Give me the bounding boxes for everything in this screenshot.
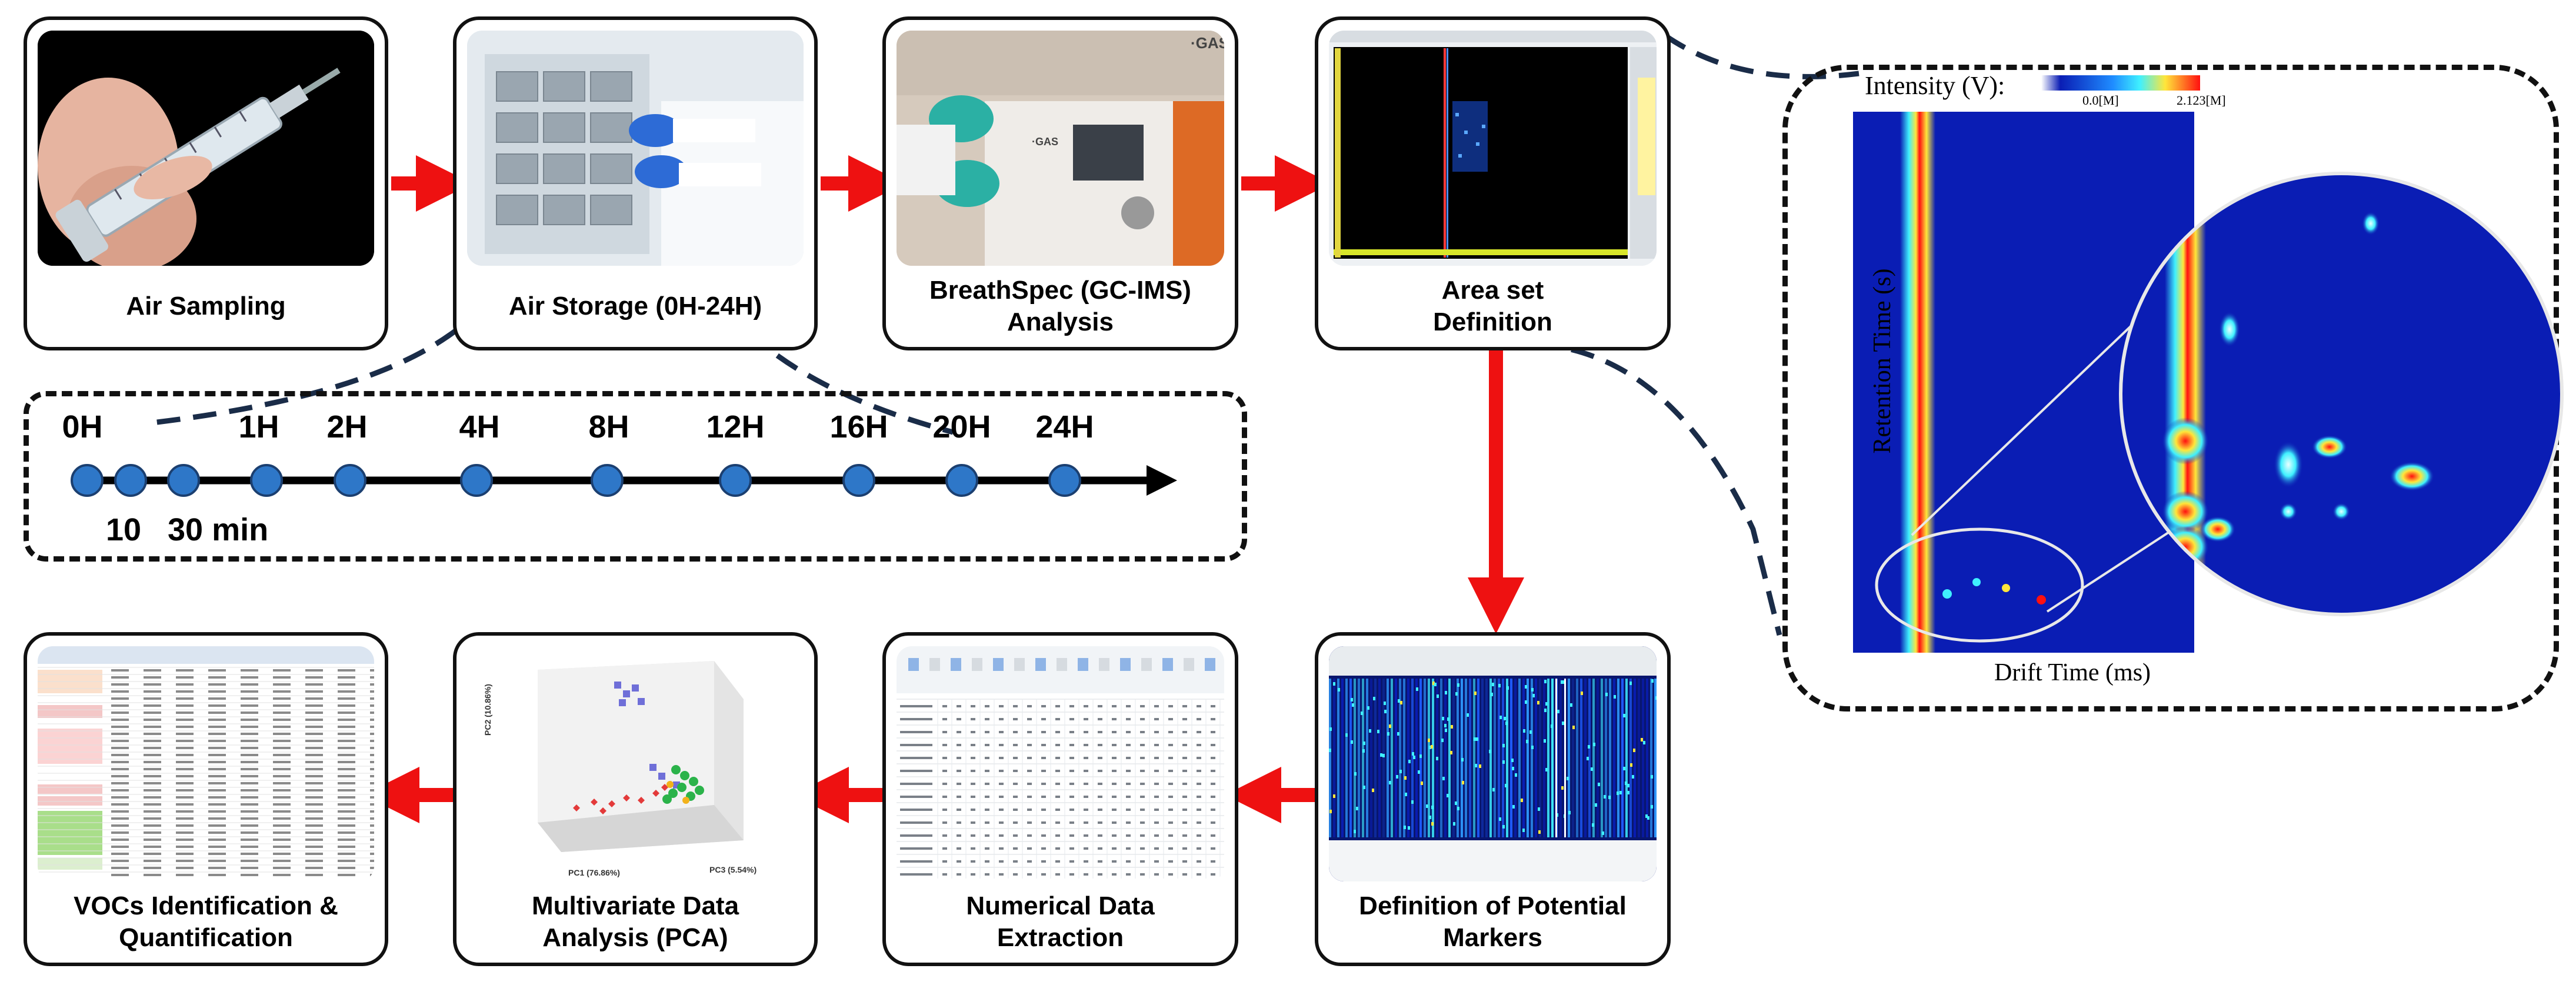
card-area-set: Area set Definition <box>1315 16 1671 350</box>
scale-max-label: 2.123[M] <box>2177 93 2226 108</box>
dashed-connector-area-bottom <box>1535 341 1782 636</box>
timeline-label: 24H <box>1035 409 1094 445</box>
syringe-photo <box>38 31 374 266</box>
caption-extraction: Numerical Data Extraction <box>966 891 1155 952</box>
caption-air-storage: Air Storage (0H-24H) <box>508 291 762 320</box>
svg-text:·GAS: ·GAS <box>1032 136 1058 148</box>
x-axis-label: Drift Time (ms) <box>1994 659 2151 686</box>
dashed-connector-area-top <box>1663 33 1859 79</box>
caption-area-set: Area set Definition <box>1433 275 1552 336</box>
pca-y-axis-label: PC2 (10.86%) <box>483 684 492 736</box>
card-vocs: VOCs Identification & Quantification <box>24 632 388 966</box>
software-screenshot <box>1329 31 1657 266</box>
timeline-label: 20H <box>932 409 991 445</box>
timeline-sub-10: 10 <box>106 512 142 547</box>
caption-vocs: VOCs Identification & Quantification <box>74 891 338 952</box>
caption-markers: Definition of Potential Markers <box>1359 891 1627 952</box>
timeline-sub-30min: 30 min <box>168 512 269 547</box>
card-air-storage: Air Storage (0H-24H) <box>453 16 818 350</box>
pca-x-axis-label: PC1 (76.86%) <box>568 868 620 877</box>
vocs-table-screenshot <box>38 646 374 881</box>
timeline-box <box>24 391 1247 562</box>
card-air-sampling: Air Sampling <box>24 16 388 350</box>
caption-gc-ims: BreathSpec (GC-IMS) Analysis <box>929 275 1191 336</box>
scale-min-label: 0.0[M] <box>2082 93 2119 108</box>
timeline-label: 4H <box>459 409 500 445</box>
intensity-label: Intensity (V): <box>1865 71 2005 100</box>
spreadsheet-screenshot <box>897 646 1224 881</box>
timeline-label: 0H <box>62 409 103 445</box>
timeline-label: 1H <box>238 409 279 445</box>
svg-text:·GAS: ·GAS <box>1191 34 1224 52</box>
timeline-label: 2H <box>326 409 368 445</box>
heatmap-zoom <box>1853 112 2564 653</box>
markers-heatmap <box>1329 646 1657 881</box>
timeline-label: 16H <box>829 409 888 445</box>
card-gc-ims: ·GAS ·GAS BreathSpec (GC-IMS) Analysis <box>882 16 1238 350</box>
pca-plot <box>467 646 804 881</box>
card-pca: PC2 (10.86%) PC1 (76.86%) PC3 (5.54%) Mu… <box>453 632 818 966</box>
storage-photo <box>467 31 804 266</box>
instrument-photo: ·GAS ·GAS <box>897 31 1224 266</box>
timeline-label: 12H <box>706 409 765 445</box>
dashed-connector-storage-right <box>701 275 954 435</box>
timeline-label: 8H <box>588 409 629 445</box>
caption-pca: Multivariate Data Analysis (PCA) <box>531 891 739 952</box>
intensity-colorbar <box>2041 75 2200 91</box>
card-extraction: Numerical Data Extraction <box>882 632 1238 966</box>
card-markers: Definition of Potential Markers <box>1315 632 1671 966</box>
pca-z-axis-label: PC3 (5.54%) <box>709 865 757 874</box>
y-axis-label: Retention Time (s) <box>1869 268 1896 454</box>
caption-air-sampling: Air Sampling <box>126 291 286 320</box>
